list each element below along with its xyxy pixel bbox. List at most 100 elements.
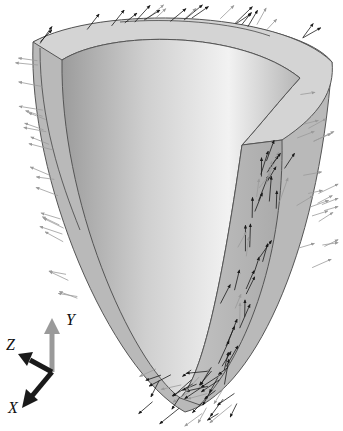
vector-arrow (236, 14, 251, 24)
vector-arrow (151, 380, 159, 396)
vector-arrow (261, 151, 268, 174)
vector-arrow (240, 304, 250, 328)
vector-arrow (208, 414, 219, 421)
vector-arrow (193, 403, 202, 413)
vector-arrow (269, 176, 271, 201)
vector-arrow (259, 176, 269, 201)
vector-arrow (235, 270, 240, 290)
vector-arrow (183, 370, 192, 376)
shell (33, 18, 333, 412)
vector-arrow (16, 63, 38, 65)
vector-arrow (257, 179, 259, 197)
axis-label: Y (66, 312, 75, 328)
vector-arrow (285, 153, 295, 168)
vector-arrow (36, 187, 58, 195)
vector-arrow (202, 380, 220, 392)
vector-arrow (139, 402, 153, 414)
vector-arrow (149, 375, 171, 386)
vector-arrow (210, 405, 232, 423)
vector-arrow (210, 399, 223, 416)
vector-arrow (25, 123, 44, 130)
vector-arrow (40, 30, 51, 42)
vector-arrow (252, 198, 253, 218)
vector-arrow (146, 375, 161, 380)
vector-arrow (220, 285, 230, 304)
axis-label: Z (6, 337, 15, 353)
vector-arrow (297, 131, 314, 138)
vector-arrow (41, 213, 61, 219)
vector-arrow (259, 173, 270, 188)
vector-arrow (218, 341, 228, 364)
vector-arrow (172, 397, 180, 409)
vector-arrow (219, 367, 229, 374)
vector-arrow (188, 394, 207, 399)
vector-arrow (248, 10, 258, 26)
vector-arrow (318, 184, 338, 193)
vector-arrow (29, 113, 46, 120)
vector-arrow (239, 303, 240, 327)
vector-arrow (312, 259, 331, 267)
vector-arrow (30, 167, 50, 176)
vector-arrow (266, 140, 274, 160)
vector-arrow (203, 390, 211, 405)
vector-arrow (44, 218, 64, 228)
vector-arrow (37, 177, 55, 179)
vector-arrow (254, 257, 259, 273)
vector-arrow (324, 207, 338, 211)
vector-arrow (322, 243, 338, 245)
axis-label: X (8, 400, 18, 416)
vector-arrow (87, 14, 99, 29)
vector-arrow (303, 24, 313, 38)
vector-arrow (40, 227, 62, 235)
axis-triad (18, 318, 60, 408)
vector-arrow (235, 294, 241, 308)
vector-arrow (303, 120, 318, 124)
vector-arrow (192, 7, 209, 18)
vector-arrow (140, 369, 156, 377)
vector-arrow (185, 413, 202, 426)
vector-arrow (214, 388, 223, 403)
vector-arrow (45, 232, 63, 242)
vector-arrow (186, 377, 199, 391)
vector-arrow (156, 9, 166, 18)
vector-arrow (160, 408, 179, 424)
vector-arrow (246, 277, 254, 294)
vector-arrow (49, 271, 68, 280)
vector-arrow (19, 58, 38, 61)
vector-arrow (201, 367, 212, 385)
vector-arrow (276, 191, 278, 209)
vector-arrow (246, 237, 248, 256)
vector-arrow (26, 111, 43, 117)
vector-arrow (224, 359, 228, 384)
vector-arrow (238, 232, 246, 247)
vector-arrow (297, 196, 313, 206)
vector-arrow (322, 198, 338, 204)
vector-arrow (298, 243, 314, 248)
vector-arrow (112, 10, 125, 26)
vector-arrow (184, 5, 202, 20)
vector-arrow (227, 319, 237, 344)
vector-arrow (260, 241, 272, 257)
vector-arrow (266, 19, 276, 30)
vector-arrow (303, 172, 321, 175)
vector-arrow (185, 9, 196, 19)
vector-arrow (308, 119, 325, 129)
vector-arrow (245, 225, 246, 251)
vector-arrow (312, 211, 328, 216)
vector-arrow (317, 196, 332, 204)
vector-arrow (172, 384, 193, 396)
vector-arrow (58, 293, 77, 296)
vector-arrow (310, 200, 328, 207)
vector-arrow (19, 82, 42, 86)
vector-arrow (257, 8, 266, 25)
vector-arrow (280, 178, 288, 202)
vector-arrow (303, 28, 321, 38)
vector-arrow (220, 6, 234, 19)
vector-arrow (31, 137, 49, 144)
vector-arrow (200, 371, 212, 385)
vector-arrow (255, 193, 262, 211)
fiber-vectors (16, 5, 338, 426)
vector-arrow (135, 5, 150, 22)
vector-arrow (170, 9, 185, 22)
